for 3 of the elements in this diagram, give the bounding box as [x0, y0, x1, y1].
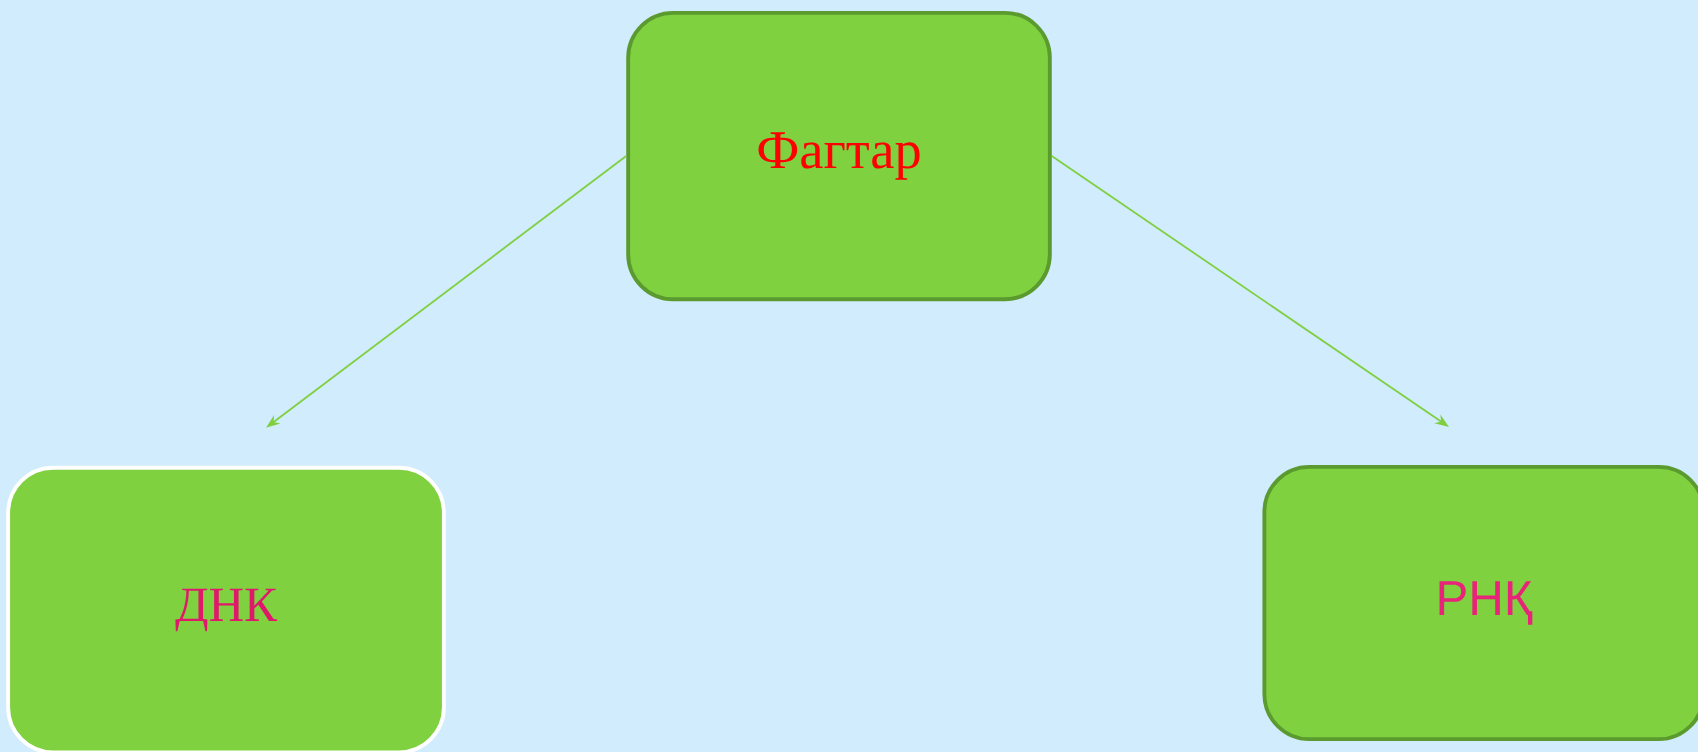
rounded-box: ДНК	[6, 465, 446, 752]
rounded-box: Фагтар	[626, 10, 1052, 302]
rounded-box: РНҚ	[1262, 464, 1698, 742]
